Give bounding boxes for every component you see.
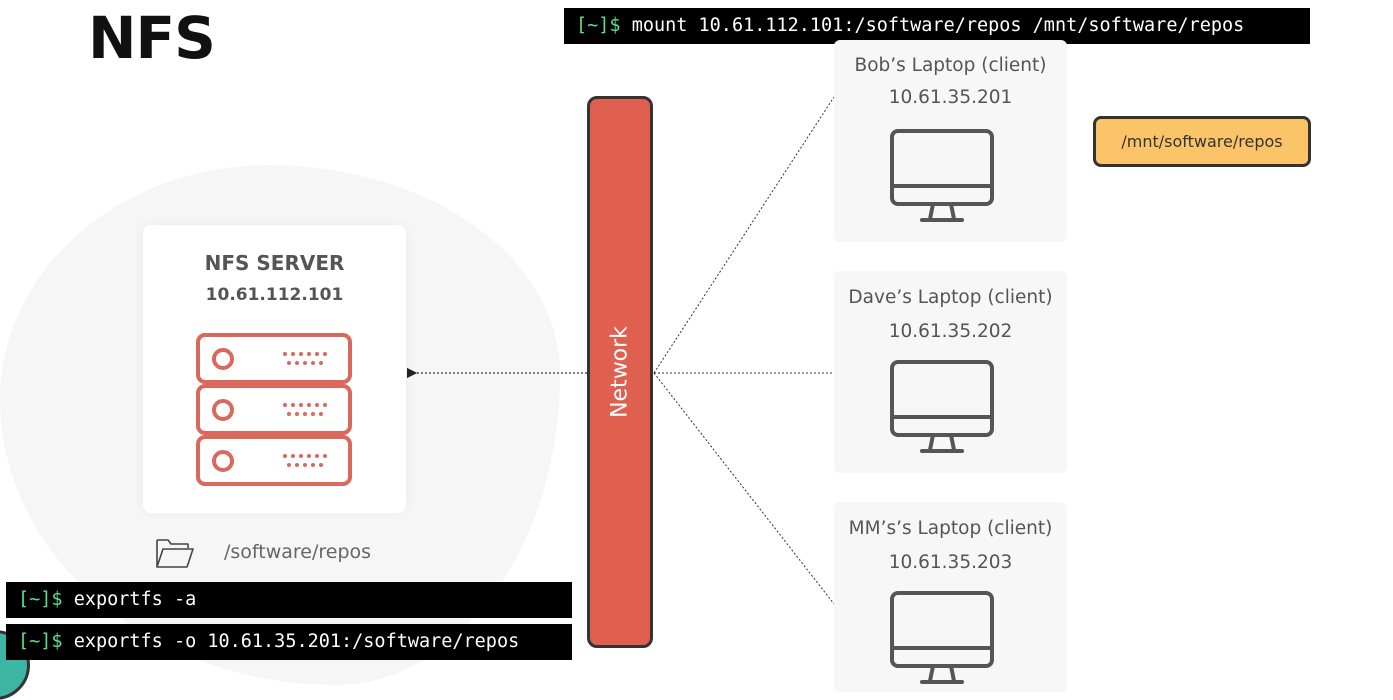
monitor-icon <box>890 360 994 453</box>
terminal-command-text: exportfs -o 10.61.35.201:/software/repos <box>62 631 520 652</box>
terminal-exportfs-a: [~]$ exportfs -a <box>6 582 572 618</box>
server-ip: 10.61.112.101 <box>205 285 344 305</box>
terminal-prompt: [~]$ <box>18 631 63 652</box>
terminal-exportfs-o: [~]$ exportfs -o 10.61.35.201:/software/… <box>6 624 572 660</box>
client-card-mm: MM’s’s Laptop (client) 10.61.35.203 <box>834 502 1067 692</box>
terminal-command-text: mount 10.61.112.101:/software/repos /mnt… <box>620 15 1245 36</box>
mount-point-box: /mnt/software/repos <box>1093 116 1311 167</box>
client-ip: 10.61.35.202 <box>888 321 1013 342</box>
server-rack-icon <box>196 333 352 486</box>
slide-title: NFS <box>88 4 216 72</box>
network-label: Network <box>607 326 633 418</box>
client-card-dave: Dave’s Laptop (client) 10.61.35.202 <box>834 271 1067 473</box>
network-to-bob-line <box>653 96 835 374</box>
client-name: MM’s’s Laptop (client) <box>848 518 1053 539</box>
client-ip: 10.61.35.201 <box>888 87 1013 108</box>
network-to-mm-line <box>653 372 835 605</box>
client-card-bob: Bob’s Laptop (client) 10.61.35.201 <box>834 40 1067 242</box>
folder-icon <box>156 539 194 568</box>
terminal-mount-command: [~]$ mount 10.61.112.101:/software/repos… <box>564 8 1310 44</box>
monitor-icon <box>890 591 994 684</box>
monitor-icon <box>890 129 994 222</box>
client-name: Dave’s Laptop (client) <box>848 287 1053 308</box>
client-ip: 10.61.35.203 <box>888 552 1013 573</box>
nfs-server-card: NFS SERVER 10.61.112.101 <box>143 225 406 513</box>
server-title: NFS SERVER <box>204 251 345 275</box>
terminal-prompt: [~]$ <box>576 15 621 36</box>
terminal-command-text: exportfs -a <box>62 589 197 610</box>
connection-lines <box>406 96 835 605</box>
terminal-prompt: [~]$ <box>18 589 63 610</box>
network-bar: Network <box>587 96 653 648</box>
shared-folder-path: /software/repos <box>224 541 372 563</box>
client-name: Bob’s Laptop (client) <box>854 55 1047 76</box>
